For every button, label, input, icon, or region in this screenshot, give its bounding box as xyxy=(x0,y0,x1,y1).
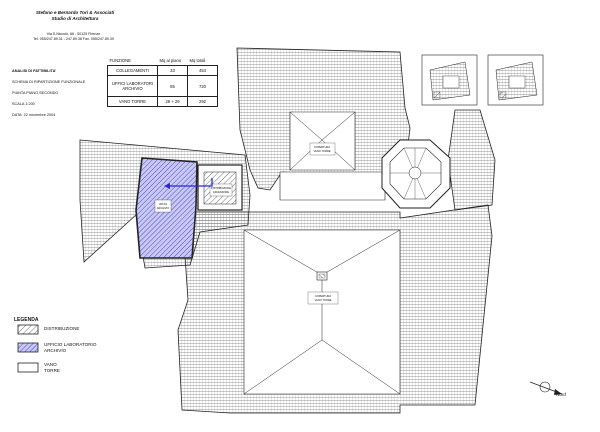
row-name: UFFICI LABORATORI ARCHIVIO xyxy=(107,75,158,97)
table-row: UFFICI LABORATORI ARCHIVIO 85 720 xyxy=(107,75,218,97)
address-line2: Tel. 055/247.89.31 - 247.89.38 Fax. 055/… xyxy=(33,37,114,41)
svg-text:ASCENSORE: ASCENSORE xyxy=(213,190,230,194)
legend-label-tower: VANO TORRE xyxy=(44,362,60,373)
studio-name-line2: Studio di Architettura xyxy=(51,16,99,21)
north-label: Nord xyxy=(556,392,566,397)
studio-address: Via S.Niccolò, 66 - 50125 Firenze Tel. 0… xyxy=(6,32,141,42)
octagonal-tower xyxy=(381,139,451,209)
info-heading: ANALISI DI FATTIBILITA' xyxy=(12,69,57,73)
distribution-area: DISTRIBUZIONE ASCENSORE xyxy=(197,164,243,211)
function-table-header: FUNZIONE Mq al piano Mq totali xyxy=(108,56,218,66)
legend-label-distribution: DISTRIBUZIONE xyxy=(44,326,80,331)
svg-text:COPERTURA: COPERTURA xyxy=(314,145,331,149)
key-plan-2 xyxy=(487,54,544,106)
header-mq-totali: Mq totali xyxy=(189,58,206,63)
header-funzione: FUNZIONE xyxy=(109,58,131,63)
upper-roof: COPERTURA VANO TORRE xyxy=(236,47,411,201)
right-wing-roof xyxy=(447,109,496,211)
function-table: FUNZIONE Mq al piano Mq totali COLLEGAME… xyxy=(107,56,218,107)
legend-title: LEGENDA xyxy=(14,317,39,323)
studio-name: Stefano e Bernardo Tori & Associati Stud… xyxy=(20,10,130,22)
info-date: DATA: 22 novembre 2004 xyxy=(12,113,56,117)
svg-text:ARCHIVIO: ARCHIVIO xyxy=(157,206,170,210)
drawing-info: ANALISI DI FATTIBILITA' SCHEMA DI RIPART… xyxy=(12,66,102,121)
table-row: COLLEGAMENTI 33 454 xyxy=(107,65,218,76)
key-plan-1 xyxy=(421,54,478,106)
studio-name-line1: Stefano e Bernardo Tori & Associati xyxy=(35,10,115,15)
legend-swatch-office xyxy=(17,342,39,353)
legend-swatch-tower xyxy=(17,362,39,373)
office-lab-archive-area: UFFICI ARCHIVIO xyxy=(135,157,213,259)
legend-swatches xyxy=(17,324,39,373)
address-line1: Via S.Niccolò, 66 - 50125 Firenze xyxy=(46,32,101,36)
row-total: 292 xyxy=(187,96,218,107)
main-roof: COPERTURA VANO TORRE xyxy=(177,204,493,414)
svg-text:DISTRIBUZIONE: DISTRIBUZIONE xyxy=(211,186,231,190)
svg-text:VANO TORRE: VANO TORRE xyxy=(314,149,331,153)
north-arrow xyxy=(529,381,563,395)
info-scheme: SCHEMA DI RIPARTIZIONE FUNZIONALE xyxy=(12,80,86,84)
svg-text:COPERTURA: COPERTURA xyxy=(315,294,332,298)
svg-text:UFFICI: UFFICI xyxy=(159,202,168,206)
legend-swatch-distribution xyxy=(17,324,39,335)
info-floor: PIANTA PIANO SECONDO xyxy=(12,91,59,95)
table-row: VANO TORRE 28 + 29 292 xyxy=(107,96,218,107)
legend-label-office: UFFICIO LABORATORIO ARCHIVIO xyxy=(44,342,97,353)
info-scale: SCALA 1:200 xyxy=(12,102,35,106)
header-mq-piano: Mq al piano xyxy=(159,58,182,63)
svg-text:VANO TORRE: VANO TORRE xyxy=(315,298,332,302)
